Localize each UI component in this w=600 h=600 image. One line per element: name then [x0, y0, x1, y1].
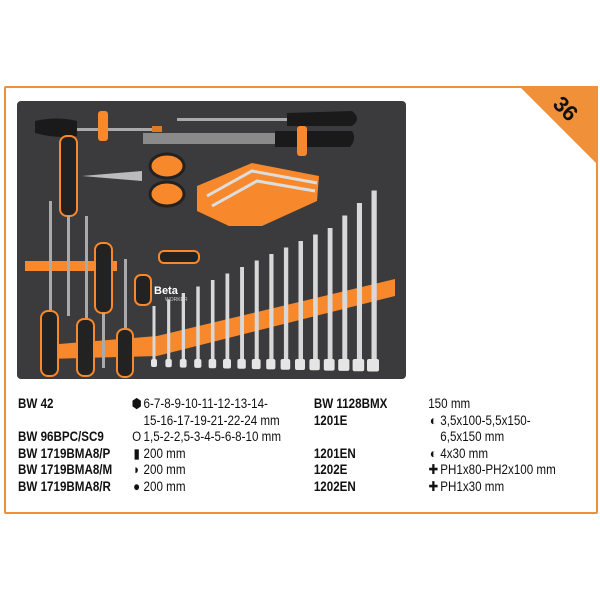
wrench-ring: [223, 359, 231, 369]
round-file-icon: ●: [133, 478, 141, 494]
wrench-ring: [194, 359, 202, 368]
brand-logo: Beta: [154, 285, 179, 297]
hex-nut-icon: ⬢: [131, 396, 142, 411]
spec-text: 6-7-8-9-10-11-12-13-14-: [143, 396, 268, 411]
wrench: [371, 190, 377, 363]
product-spec: ⬢6-7-8-9-10-11-12-13-14-: [132, 396, 268, 413]
wrench-ring: [367, 359, 379, 372]
product-spec: ◗200 mm: [132, 462, 186, 479]
wrench: [225, 273, 230, 363]
wrench: [327, 228, 333, 363]
wrench-ring: [266, 359, 276, 370]
product-spec: ◐3,5x100-5,5x150-: [428, 412, 531, 430]
product-spec: 6,5x150 mm: [440, 429, 504, 446]
wrench-ring: [352, 359, 365, 372]
corner-badge-triangle: [519, 86, 598, 165]
product-code: 1202EN: [313, 478, 356, 494]
spec-text: PH1x80-PH2x100 mm: [440, 462, 556, 477]
wrench-ring: [208, 359, 217, 369]
product-code: BW 1719BMA8/M: [18, 462, 113, 477]
wrench-ring: [338, 359, 350, 371]
wrench-ring: [151, 359, 157, 367]
spec-text: 15-16-17-19-21-22-24 mm: [143, 412, 280, 428]
spec-text: PH1x30 mm: [440, 478, 505, 494]
wrench: [298, 241, 303, 363]
spec-text: 200 mm: [143, 445, 186, 461]
product-spec: ✚PH1x80-PH2x100 mm: [428, 462, 556, 479]
slotted-screwdriver-icon: ◐: [429, 445, 437, 461]
product-code: BW 96BPC/SC9: [18, 429, 104, 444]
spec-text: 200 mm: [143, 462, 186, 477]
wrench: [313, 234, 318, 363]
product-spec: 15-16-17-19-21-22-24 mm: [144, 413, 280, 430]
spec-text: 1,5-2-2,5-3-4-5-6-8-10 mm: [143, 429, 281, 444]
wrench-ring: [251, 359, 261, 370]
wrench-ring: [323, 359, 335, 371]
product-code: BW 1719BMA8/P: [18, 445, 111, 461]
product-spec: ✚PH1x30 mm: [428, 478, 505, 496]
spec-text: 150 mm: [428, 396, 471, 411]
wrench: [152, 306, 156, 363]
screwdrivers: [40, 135, 200, 378]
wrench: [269, 254, 274, 363]
wrench-ring: [237, 359, 246, 369]
phillips-screwdriver-icon: ✚: [428, 478, 439, 494]
slotted-screwdriver-icon: ◐: [429, 412, 437, 428]
wrench: [356, 203, 362, 363]
product-code: BW 42: [18, 396, 54, 411]
product-spec: ●200 mm: [132, 478, 186, 496]
wrench-ring: [280, 359, 291, 370]
product-spec: ▮200 mm: [132, 445, 186, 463]
product-frame: [4, 86, 598, 514]
spec-text: 200 mm: [143, 478, 186, 494]
wrench: [181, 293, 185, 363]
wrench: [254, 260, 259, 363]
wrench: [167, 299, 171, 363]
product-code: BW 1128BMX: [313, 396, 388, 411]
combination-wrenches: [151, 190, 379, 372]
product-code: 1201E: [313, 412, 348, 428]
brand-logo-sub: WORKER: [165, 297, 188, 303]
wrench-ring: [179, 359, 187, 368]
hex-hollow-icon: O: [132, 429, 142, 444]
half-round-file-icon: ◗: [133, 462, 141, 477]
wrench-ring: [295, 359, 305, 370]
wrench: [283, 247, 289, 363]
wrench-ring: [165, 359, 172, 368]
flat-file-icon: ▮: [133, 445, 140, 461]
wrench: [196, 286, 200, 363]
wrench-ring: [309, 359, 320, 371]
hex-key-set: [197, 163, 319, 226]
wrench: [240, 267, 244, 363]
product-spec: ◐4x30 mm: [428, 446, 488, 463]
wrench: [342, 215, 348, 363]
product-spec: 150 mm: [428, 396, 470, 413]
spec-text: 6,5x150 mm: [440, 429, 505, 444]
phillips-screwdriver-icon: ✚: [428, 462, 439, 477]
product-code: 1202E: [313, 462, 348, 477]
scissors-tool: [82, 152, 186, 208]
file-tools: [35, 111, 357, 156]
spec-text: 4x30 mm: [440, 445, 489, 461]
spec-text: 3,5x100-5,5x150-: [440, 412, 531, 428]
wrench: [210, 280, 215, 363]
product-code: BW 1719BMA8/R: [18, 478, 111, 494]
product-code: 1201EN: [313, 445, 356, 461]
tool-tray-image: Beta WORKER: [17, 101, 406, 379]
